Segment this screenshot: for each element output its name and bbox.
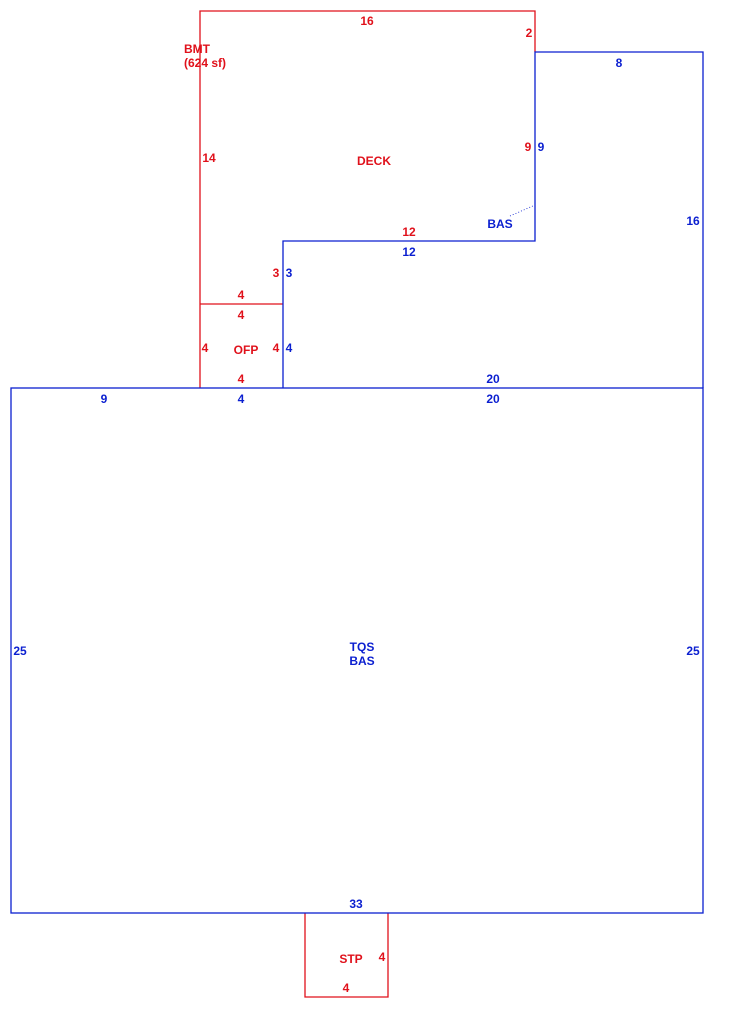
dim-main-top-mid: 4 — [238, 392, 245, 406]
dim-bas-ofp-side: 4 — [286, 341, 293, 355]
dim-bas-step: 3 — [286, 266, 293, 280]
dim-deck-bottom: 12 — [402, 225, 416, 239]
stp-label: STP — [339, 952, 362, 966]
dim-bas-top: 8 — [616, 56, 623, 70]
dim-deck-top: 16 — [360, 14, 374, 28]
dim-ofp-top-outer: 4 — [238, 288, 245, 302]
upper-bas-outline — [282, 51, 704, 388]
main-bas-label: BAS — [349, 654, 374, 668]
deck-label: DECK — [357, 154, 391, 168]
dim-main-right: 25 — [686, 644, 700, 658]
dim-main-top-right: 20 — [486, 392, 500, 406]
dim-bas-right: 16 — [686, 214, 700, 228]
main-bas-outline — [10, 387, 704, 914]
dim-deck-step: 3 — [273, 266, 280, 280]
dim-stp-right: 4 — [379, 950, 386, 964]
dim-ofp-top-inner: 4 — [238, 308, 245, 322]
dim-deck-right: 9 — [525, 140, 532, 154]
dim-ofp-left: 4 — [202, 341, 209, 355]
tqs-label: TQS — [350, 640, 375, 654]
ofp-label: OFP — [234, 343, 259, 357]
bmt-size-label: (624 sf) — [184, 56, 226, 70]
dim-stp-bottom: 4 — [343, 981, 350, 995]
dim-deck-left: 14 — [202, 151, 216, 165]
dim-main-left: 25 — [13, 644, 27, 658]
dim-main-top-left: 9 — [101, 392, 108, 406]
dim-deck-right-top: 2 — [526, 26, 533, 40]
upper-bas-label: BAS — [487, 217, 512, 231]
bmt-label: BMT — [184, 42, 211, 56]
dim-ofp-bottom: 4 — [238, 372, 245, 386]
dim-bas-left: 9 — [538, 140, 545, 154]
dim-ofp-right: 4 — [273, 341, 280, 355]
dim-bas-step-top: 12 — [402, 245, 416, 259]
bas-leader-line — [509, 204, 536, 217]
dim-bas-bottom: 20 — [486, 372, 500, 386]
deck-outline — [199, 10, 536, 388]
dim-main-bottom: 33 — [349, 897, 363, 911]
stoop-outline — [304, 913, 389, 998]
